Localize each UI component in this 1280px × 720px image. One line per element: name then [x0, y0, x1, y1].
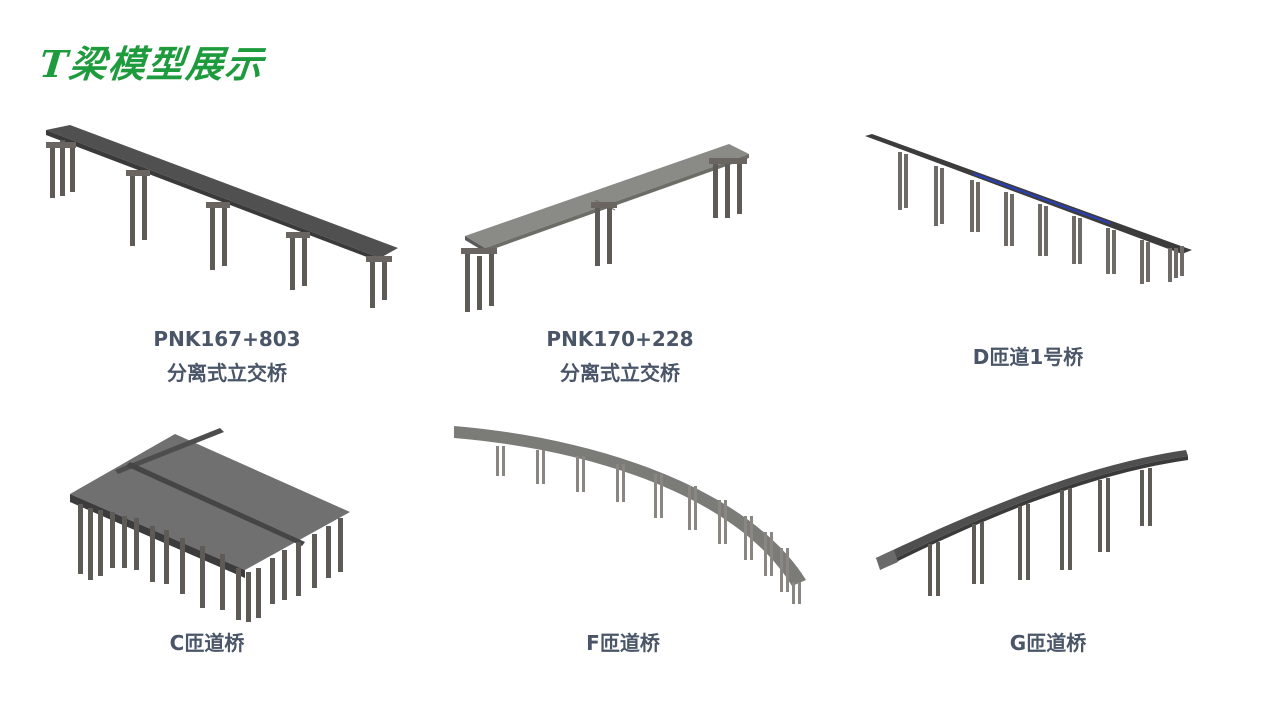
caption-pnk170-line1: PNK170+228: [546, 327, 694, 351]
caption-pnk170: PNK170+228 分离式立交桥: [470, 322, 770, 390]
bridge-model-c-ramp: [60, 428, 360, 625]
bridge-illustration-pnk170: [461, 144, 749, 312]
caption-g-ramp-line1: G匝道桥: [1009, 631, 1087, 655]
caption-c-ramp-line1: C匝道桥: [169, 631, 245, 655]
bridge-model-f-ramp: [450, 420, 815, 610]
caption-c-ramp: C匝道桥: [57, 626, 357, 660]
caption-pnk167: PNK167+803 分离式立交桥: [77, 322, 377, 390]
bridge-illustration-f-ramp: [454, 426, 806, 604]
caption-f-ramp: F匝道桥: [473, 626, 773, 660]
caption-pnk167-line1: PNK167+803: [153, 327, 301, 351]
bridge-model-g-ramp: [870, 440, 1200, 600]
caption-d-ramp: D匝道1号桥: [878, 340, 1178, 374]
bridge-illustration-g-ramp: [876, 450, 1188, 596]
bridge-illustration-d-ramp: [865, 134, 1192, 284]
bridge-model-d-ramp: [860, 130, 1200, 290]
bridge-illustration-c-ramp: [70, 428, 350, 622]
bridge-model-pnk167: [40, 120, 400, 320]
caption-d-ramp-line1: D匝道1号桥: [972, 345, 1084, 369]
caption-pnk167-line2: 分离式立交桥: [167, 361, 287, 385]
caption-f-ramp-line1: F匝道桥: [586, 631, 660, 655]
slide-title: T梁模型展示: [37, 42, 267, 86]
bridge-illustration-pnk167: [46, 125, 398, 308]
caption-g-ramp: G匝道桥: [898, 626, 1198, 660]
bridge-model-pnk170: [455, 140, 755, 315]
caption-pnk170-line2: 分离式立交桥: [560, 361, 680, 385]
